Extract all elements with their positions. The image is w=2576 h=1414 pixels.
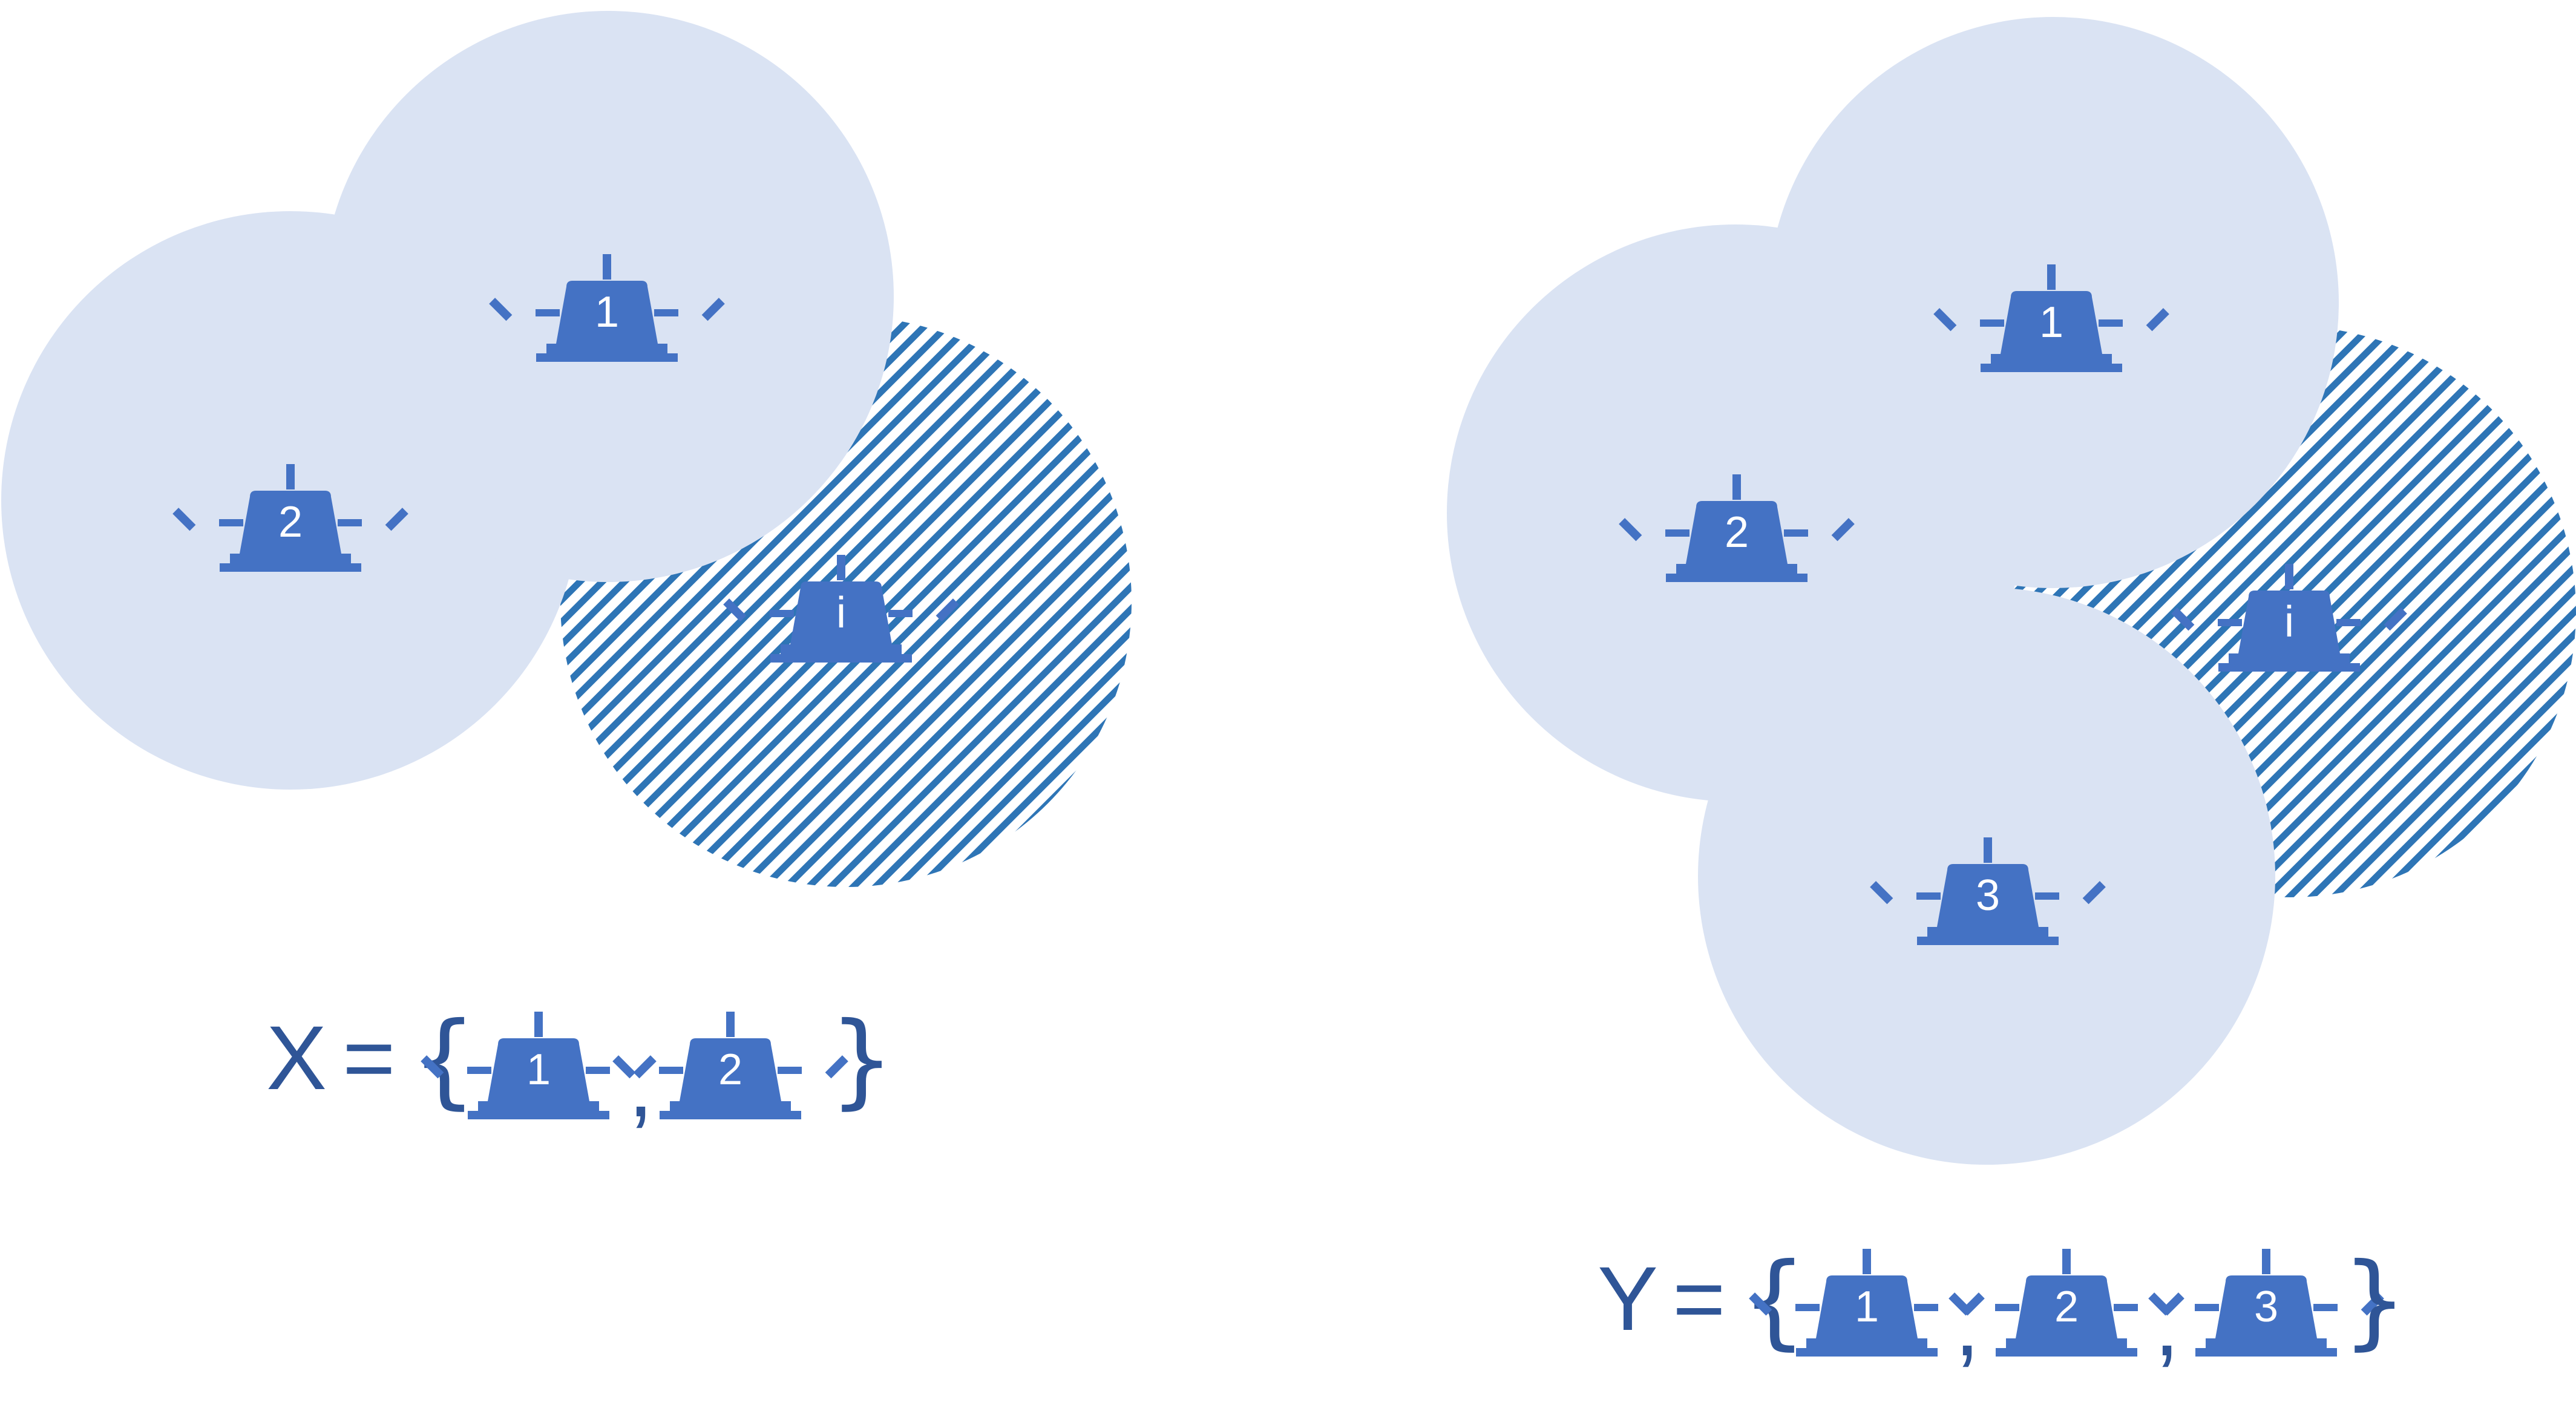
siren-i: i: [2171, 564, 2407, 672]
formula-x: X = { 1 , 2 }: [266, 1000, 894, 1136]
close-brace: }: [2342, 1241, 2407, 1361]
formula-y: Y = { 1 , 2 , 3 }: [1598, 1241, 2407, 1375]
set-name-y: Y: [1598, 1248, 1658, 1349]
equals-sign: =: [342, 1007, 396, 1108]
member-siren-1: 1: [1749, 1249, 1985, 1357]
siren-1-label: 1: [595, 288, 619, 336]
member-siren-2: 2: [612, 1012, 848, 1119]
right-coverage-panel: 1 2 i 3 Y = { 1 , 2 ,: [1447, 17, 2576, 1375]
comma-separator: ,: [628, 1034, 654, 1136]
siren-2-label: 2: [1725, 508, 1749, 557]
left-coverage-panel: 1 2 i X = { 1 , 2 }: [1, 11, 1132, 1136]
siren-1: 1: [489, 254, 725, 362]
siren-2-label: 2: [278, 498, 303, 546]
siren-2: 2: [1619, 474, 1855, 582]
siren-2: 2: [172, 464, 408, 572]
siren-3-label: 3: [1976, 871, 2000, 920]
member-siren-2: 2: [1948, 1249, 2184, 1357]
open-brace: {: [411, 1000, 477, 1120]
set-name-x: X: [266, 1007, 327, 1108]
siren-i-label: i: [836, 589, 846, 637]
member-siren-2-label: 2: [718, 1046, 742, 1094]
siren-i-label: i: [2284, 598, 2294, 646]
comma-separator: ,: [2154, 1273, 2180, 1375]
siren-i: i: [723, 555, 959, 663]
member-siren-1-label: 1: [526, 1046, 551, 1094]
member-siren-1-label: 1: [1855, 1283, 1879, 1331]
siren-1: 1: [1933, 264, 2169, 372]
comma-separator: ,: [1955, 1273, 1980, 1375]
member-siren-1: 1: [421, 1012, 657, 1119]
siren-1-label: 1: [2039, 298, 2063, 347]
siren-3: 3: [1870, 837, 2106, 945]
member-siren-3: 3: [2148, 1249, 2384, 1357]
member-siren-3-label: 3: [2254, 1283, 2278, 1331]
equals-sign: =: [1673, 1248, 1726, 1349]
close-brace: }: [829, 1000, 894, 1120]
member-siren-2-label: 2: [2054, 1283, 2079, 1331]
